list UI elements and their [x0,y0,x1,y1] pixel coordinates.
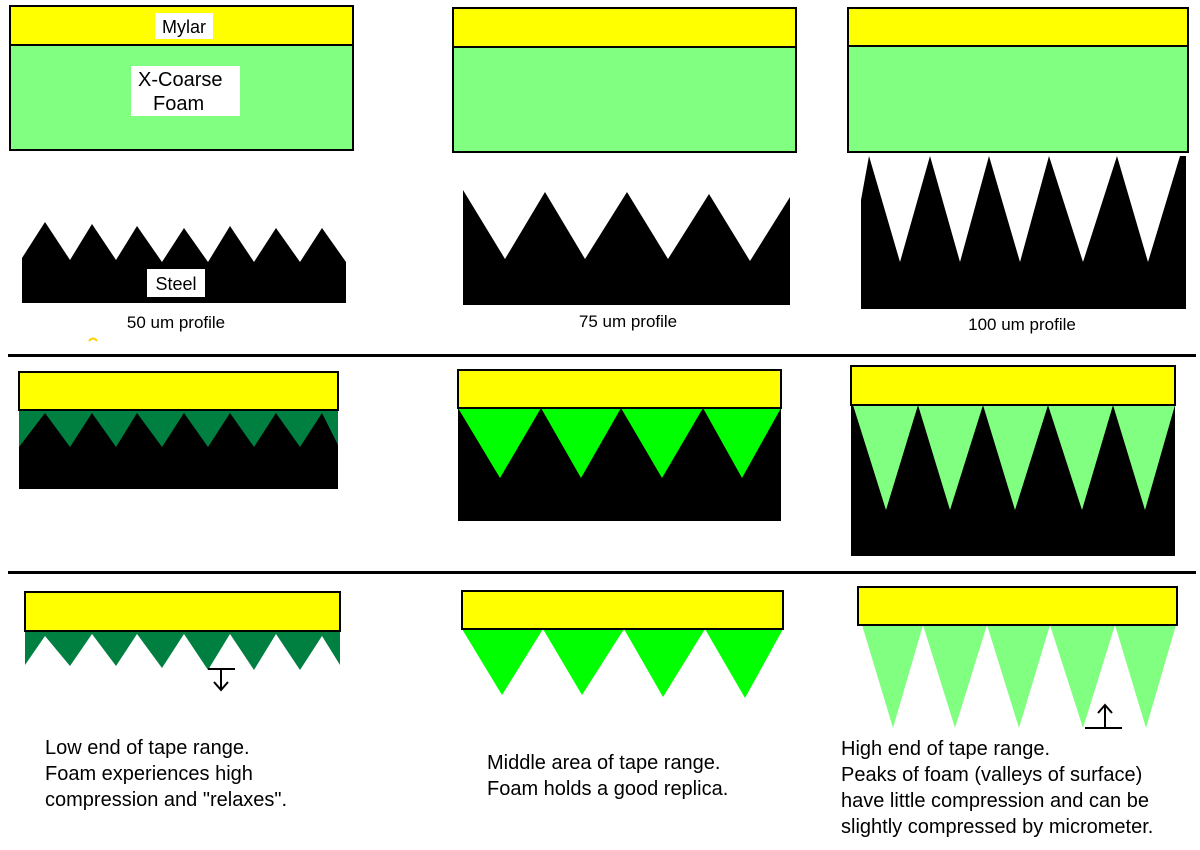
panel-75um-uncompressed: 75 um profile [452,7,797,331]
mylar-label-box [155,13,213,39]
mylar-layer [457,369,782,409]
panel-50um-uncompressed: Mylar X-Coarse Foam Steel 50 um profile [9,5,354,342]
note-high-end: High end of tape range. Peaks of foam (v… [841,738,1153,838]
mylar-layer [452,7,797,48]
foam-layer [847,45,1189,153]
panel-low-end-released [24,591,341,692]
panel-100um-applied [850,365,1176,556]
note-line: Peaks of foam (valleys of surface) [841,764,1142,786]
mylar-layer [24,591,341,632]
relax-arrow-down-icon [208,668,235,692]
panel-middle-released [461,590,784,698]
note-line: Foam holds a good replica. [487,778,728,800]
divider-line [8,354,1196,357]
profile-caption-50: 50 um profile [127,313,225,332]
note-low-end: Low end of tape range. Foam experiences … [45,737,287,811]
mylar-layer [461,590,784,630]
steel-75um-profile [463,190,790,305]
profile-caption-75: 75 um profile [579,312,677,331]
note-middle: Middle area of tape range. Foam holds a … [487,752,728,800]
note-line: have little compression and can be [841,790,1149,812]
mylar-layer [18,371,339,411]
steel-label: Steel [155,274,196,294]
compress-arrow-up-icon [1085,703,1122,729]
panel-100um-uncompressed: 100 um profile [847,7,1189,334]
divider-line [8,571,1196,574]
stray-yellow-mark [88,337,98,342]
profile-caption-100: 100 um profile [968,315,1076,334]
mylar-layer [847,7,1189,47]
note-line: High end of tape range. [841,738,1050,760]
steel-50um-profile [22,222,346,303]
foam-label-line1: X-Coarse [138,69,222,91]
foam-teeth [19,410,338,447]
note-line: slightly compressed by micrometer. [841,816,1153,838]
panel-high-end-released [857,586,1178,729]
note-line: compression and "relaxes". [45,789,287,811]
foam-label-line2: Foam [153,93,204,115]
foam-label-box [131,66,240,116]
note-line: Low end of tape range. [45,737,250,759]
steel-label-box [147,269,205,297]
foam-layer [452,46,797,153]
panel-50um-applied [18,371,339,489]
panel-75um-applied [457,369,782,521]
foam-teeth [25,631,340,670]
mylar-layer [857,586,1178,626]
steel-100um-profile [861,156,1186,309]
note-line: Foam experiences high [45,763,253,785]
foam-teeth [462,629,783,698]
foam-teeth [458,408,781,478]
foam-teeth [862,625,1176,728]
mylar-label: Mylar [162,17,206,37]
note-line: Middle area of tape range. [487,752,721,774]
foam-teeth [853,405,1175,510]
mylar-layer [850,365,1176,406]
